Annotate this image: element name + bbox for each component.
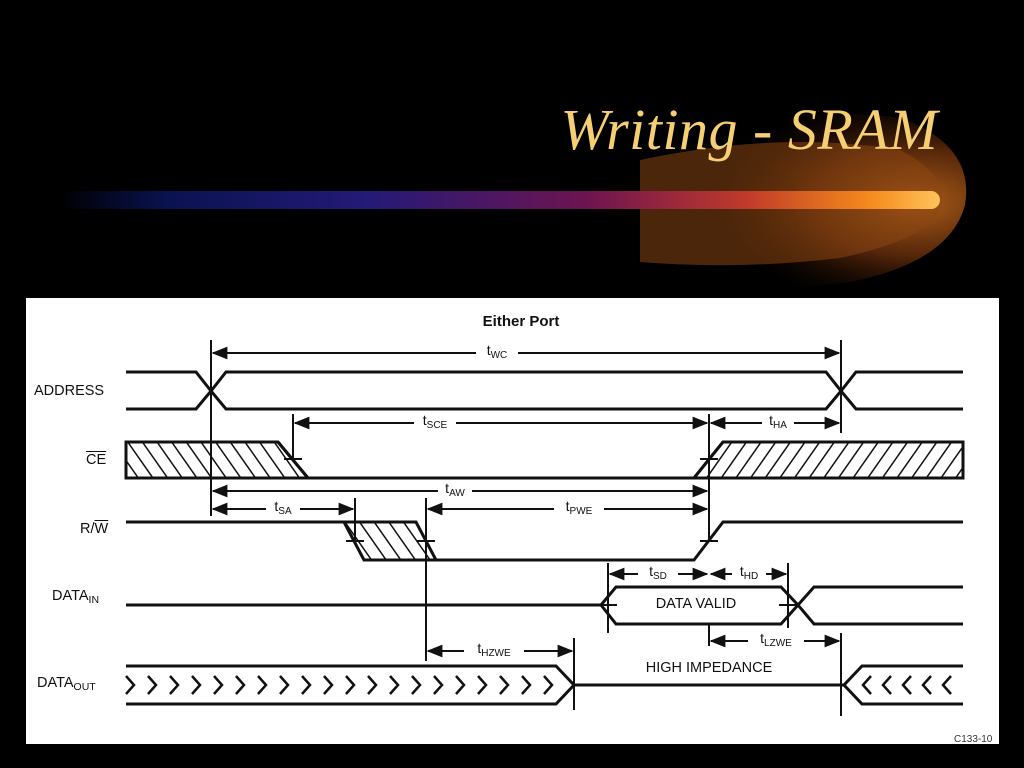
ce-waveform — [124, 440, 965, 480]
signal-label-datain: DATAIN — [52, 588, 100, 606]
high-impedance-label: HIGH IMPEDANCE — [645, 660, 773, 676]
slide-title: Writing - SRAM — [560, 97, 938, 162]
dataout-chevrons — [125, 675, 952, 695]
signal-label-dataout: DATAOUT — [37, 675, 96, 693]
timing-label-taw: tAW — [441, 480, 469, 502]
timing-label-tha: tHA — [765, 412, 791, 434]
signal-label-rw: R/W — [80, 521, 109, 537]
timing-label-tsd: tSD — [645, 563, 671, 585]
decorative-comet-glow — [60, 112, 967, 292]
figure-id: C133-10 — [954, 734, 993, 745]
dataout-waveform — [126, 664, 963, 706]
timing-label-twc: tWC — [482, 342, 512, 364]
timing-label-tsa: tSA — [270, 498, 296, 520]
timing-label-tsce: tSCE — [418, 412, 452, 434]
timing-label-thd: tHD — [735, 563, 763, 585]
diagram-heading: Either Port — [482, 313, 560, 330]
timing-arrows — [211, 346, 841, 658]
signal-label-ce: CE — [86, 452, 107, 468]
reference-lines — [210, 340, 842, 716]
timing-diagram — [124, 340, 965, 716]
address-waveform — [126, 370, 963, 411]
timing-label-tlzwe: tLZWE — [756, 630, 796, 652]
data-valid-label: DATA VALID — [655, 596, 737, 612]
timing-label-tpwe: tPWE — [561, 498, 597, 520]
timing-diagram-panel: Either Port ADDRESS CE R/W DATAIN DATAOU… — [26, 298, 999, 745]
signal-label-address: ADDRESS — [34, 383, 105, 399]
datain-waveform — [126, 585, 963, 626]
rw-waveform — [126, 520, 963, 562]
timing-label-thzwe: tHZWE — [473, 640, 515, 662]
